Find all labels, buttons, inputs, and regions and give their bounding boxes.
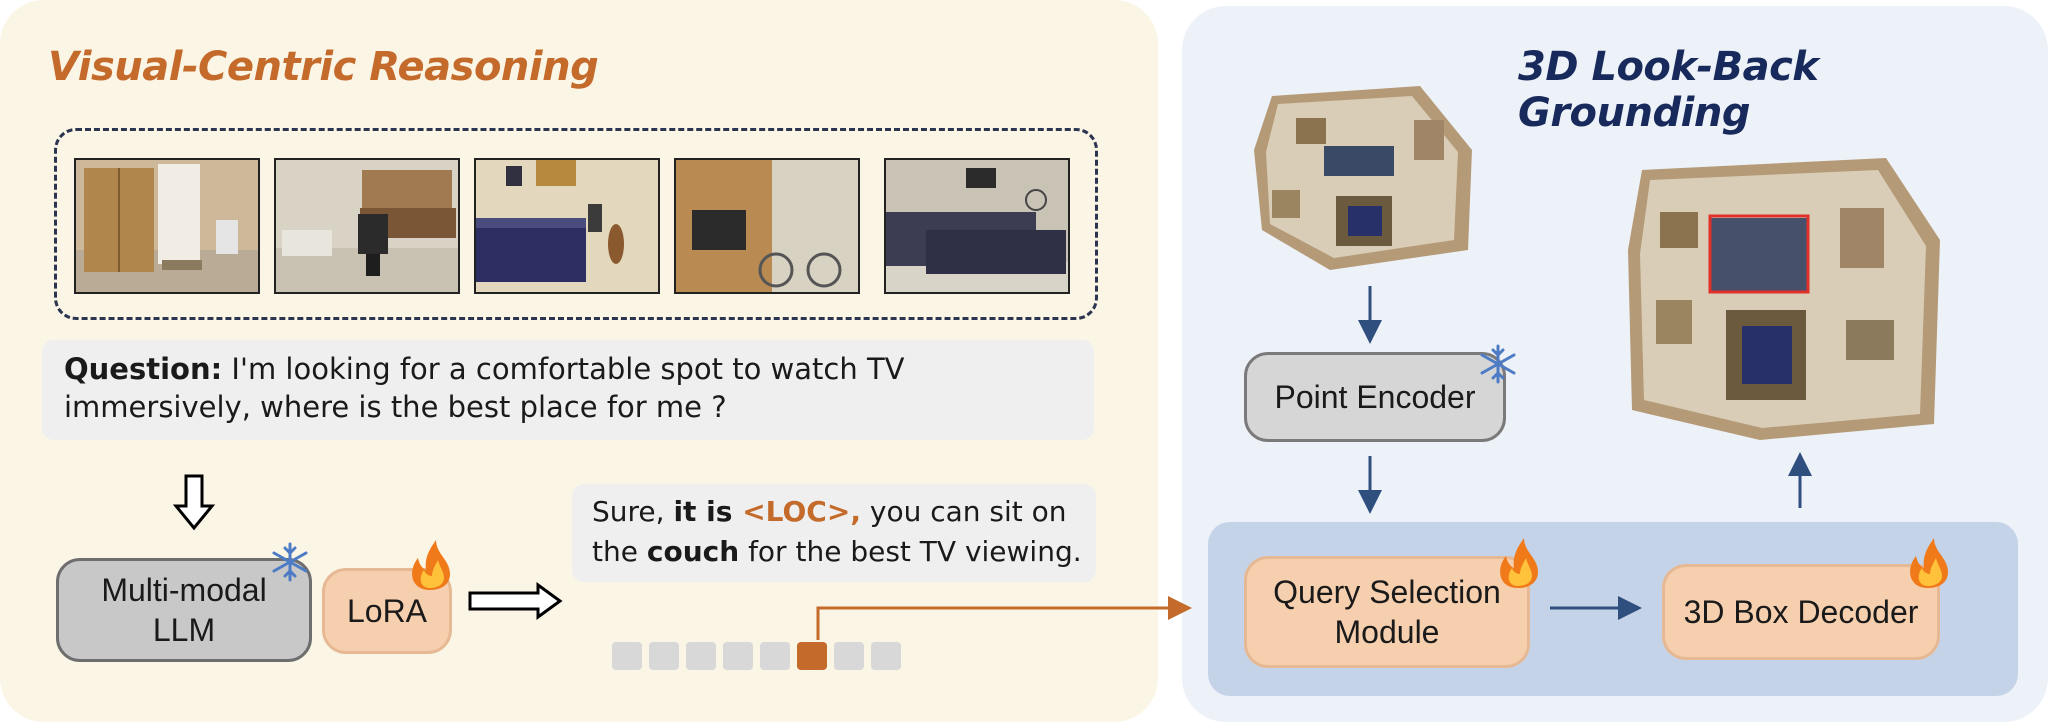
predicted-3d-box: [1708, 214, 1810, 294]
token: [871, 642, 901, 670]
snowflake-icon: [272, 542, 308, 582]
answer-bold2: couch: [646, 535, 740, 568]
video-frame-5: [884, 158, 1070, 294]
query-selection-label: Query Selection Module: [1273, 574, 1501, 650]
token: [649, 642, 679, 670]
video-frame-1: [74, 158, 260, 294]
answer-bubble: Sure, it is <LOC>, you can sit on the co…: [572, 484, 1096, 582]
output-point-cloud: [1628, 158, 1940, 440]
loc-token-text: <LOC>,: [742, 495, 861, 528]
snowflake-icon: [1480, 344, 1516, 384]
loc-connector-arrow: [816, 596, 1192, 640]
multimodal-llm-box: Multi-modal LLM: [56, 558, 312, 662]
loc-token: [797, 642, 827, 670]
video-frame-4: [674, 158, 860, 294]
token: [834, 642, 864, 670]
token: [760, 642, 790, 670]
token: [686, 642, 716, 670]
question-bubble: Question: I'm looking for a comfortable …: [42, 340, 1094, 440]
hollow-down-arrow: [172, 474, 216, 531]
query-selection-module-box: Query Selection Module: [1244, 556, 1530, 668]
video-frame-3: [474, 158, 660, 294]
token: [612, 642, 642, 670]
lora-label: LoRA: [346, 593, 428, 629]
right-panel-title: 3D Look-Back Grounding: [1518, 44, 1819, 136]
answer-bold1: it is: [673, 495, 743, 528]
3d-box-decoder-box: 3D Box Decoder: [1662, 564, 1940, 660]
left-panel-title: Visual-Centric Reasoning: [48, 44, 599, 90]
video-frame-2: [274, 158, 460, 294]
token: [723, 642, 753, 670]
answer-part1: Sure,: [592, 495, 674, 528]
lora-box: LoRA: [322, 568, 452, 654]
video-frames-container: [54, 128, 1098, 320]
question-text: I'm looking for a comfortable spot to wa…: [64, 352, 905, 424]
input-point-cloud: [1254, 86, 1472, 270]
question-prefix: Question:: [64, 352, 223, 386]
fire-icon: [1500, 538, 1538, 588]
answer-part2: you can sit on the: [592, 495, 1067, 568]
fire-icon: [412, 540, 450, 590]
point-encoder-label: Point Encoder: [1274, 379, 1476, 415]
fire-icon: [1910, 538, 1948, 588]
point-encoder-box: Point Encoder: [1244, 352, 1506, 442]
answer-part3: for the best TV viewing.: [739, 535, 1082, 568]
llm-label: Multi-modal LLM: [101, 572, 267, 648]
box-decoder-label: 3D Box Decoder: [1683, 594, 1919, 630]
hollow-right-arrow: [468, 582, 563, 620]
